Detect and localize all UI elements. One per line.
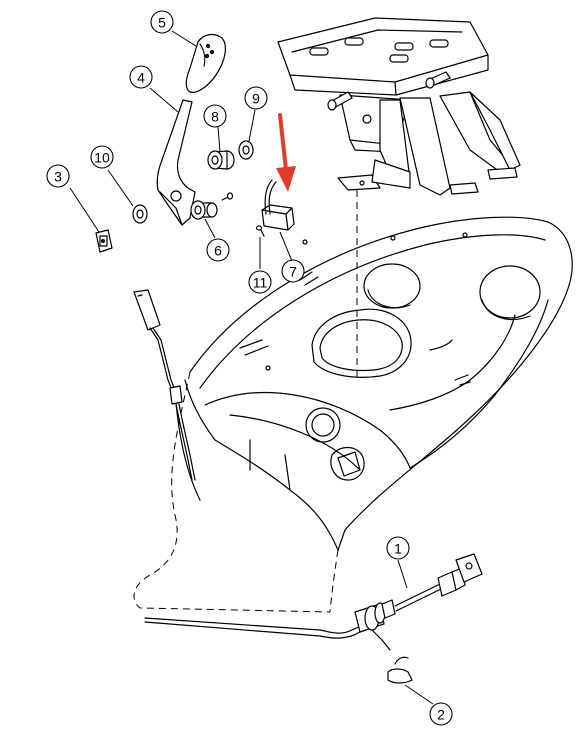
callout-number: 8 — [211, 109, 219, 125]
screw-part — [221, 192, 234, 201]
cable-clip-part — [95, 229, 113, 253]
washer-part-left — [132, 204, 148, 224]
callout-circle — [386, 536, 410, 560]
body-floor-panel — [133, 190, 573, 613]
callout-circle — [429, 702, 453, 726]
callout-number: 9 — [252, 91, 260, 107]
callout-circle — [46, 164, 70, 188]
callout-number: 4 — [137, 70, 145, 86]
callout-7: 7 — [281, 259, 305, 283]
callout-circle — [129, 65, 153, 89]
callout-number: 5 — [158, 15, 166, 31]
callout-9: 9 — [244, 86, 268, 110]
callout-circle — [281, 259, 305, 283]
callout-number: 6 — [214, 243, 222, 259]
callout-circle — [150, 10, 174, 34]
red-arrow-indicator — [276, 113, 296, 192]
callout-circle — [206, 238, 230, 262]
leader-lines — [69, 30, 434, 705]
callout-number: 3 — [54, 169, 62, 185]
callout-3: 3 — [46, 164, 70, 188]
callout-layer: 1 2 3 4 5 6 7 8 9 10 11 — [46, 10, 453, 726]
callout-8: 8 — [203, 104, 227, 128]
callout-circle — [90, 145, 114, 169]
callout-2: 2 — [429, 702, 453, 726]
spacer-part — [190, 200, 218, 220]
callout-10: 10 — [90, 145, 114, 169]
pedal-arm-part — [156, 99, 196, 226]
callout-4: 4 — [129, 65, 153, 89]
callout-number: 7 — [289, 264, 297, 280]
callout-circle — [203, 104, 227, 128]
callout-number: 11 — [253, 275, 268, 291]
callout-number: 1 — [394, 541, 402, 557]
callout-number: 10 — [94, 150, 110, 166]
switch-part — [261, 179, 295, 231]
pedal-support-bracket — [277, 17, 521, 196]
bushing-part — [207, 150, 235, 170]
callout-1: 1 — [386, 536, 410, 560]
callout-number: 2 — [437, 707, 445, 723]
callout-circle — [248, 270, 272, 294]
small-screw-part — [255, 225, 265, 237]
callout-circle — [244, 86, 268, 110]
callout-6: 6 — [206, 238, 230, 262]
throttle-cable-hanging — [133, 289, 196, 481]
callout-11: 11 — [248, 270, 272, 294]
callout-5: 5 — [150, 10, 174, 34]
pedal-pad-part — [185, 33, 226, 93]
retaining-clip-part — [387, 656, 413, 684]
washer-part-upper — [238, 140, 254, 160]
throttle-cable-assembly — [144, 553, 483, 651]
